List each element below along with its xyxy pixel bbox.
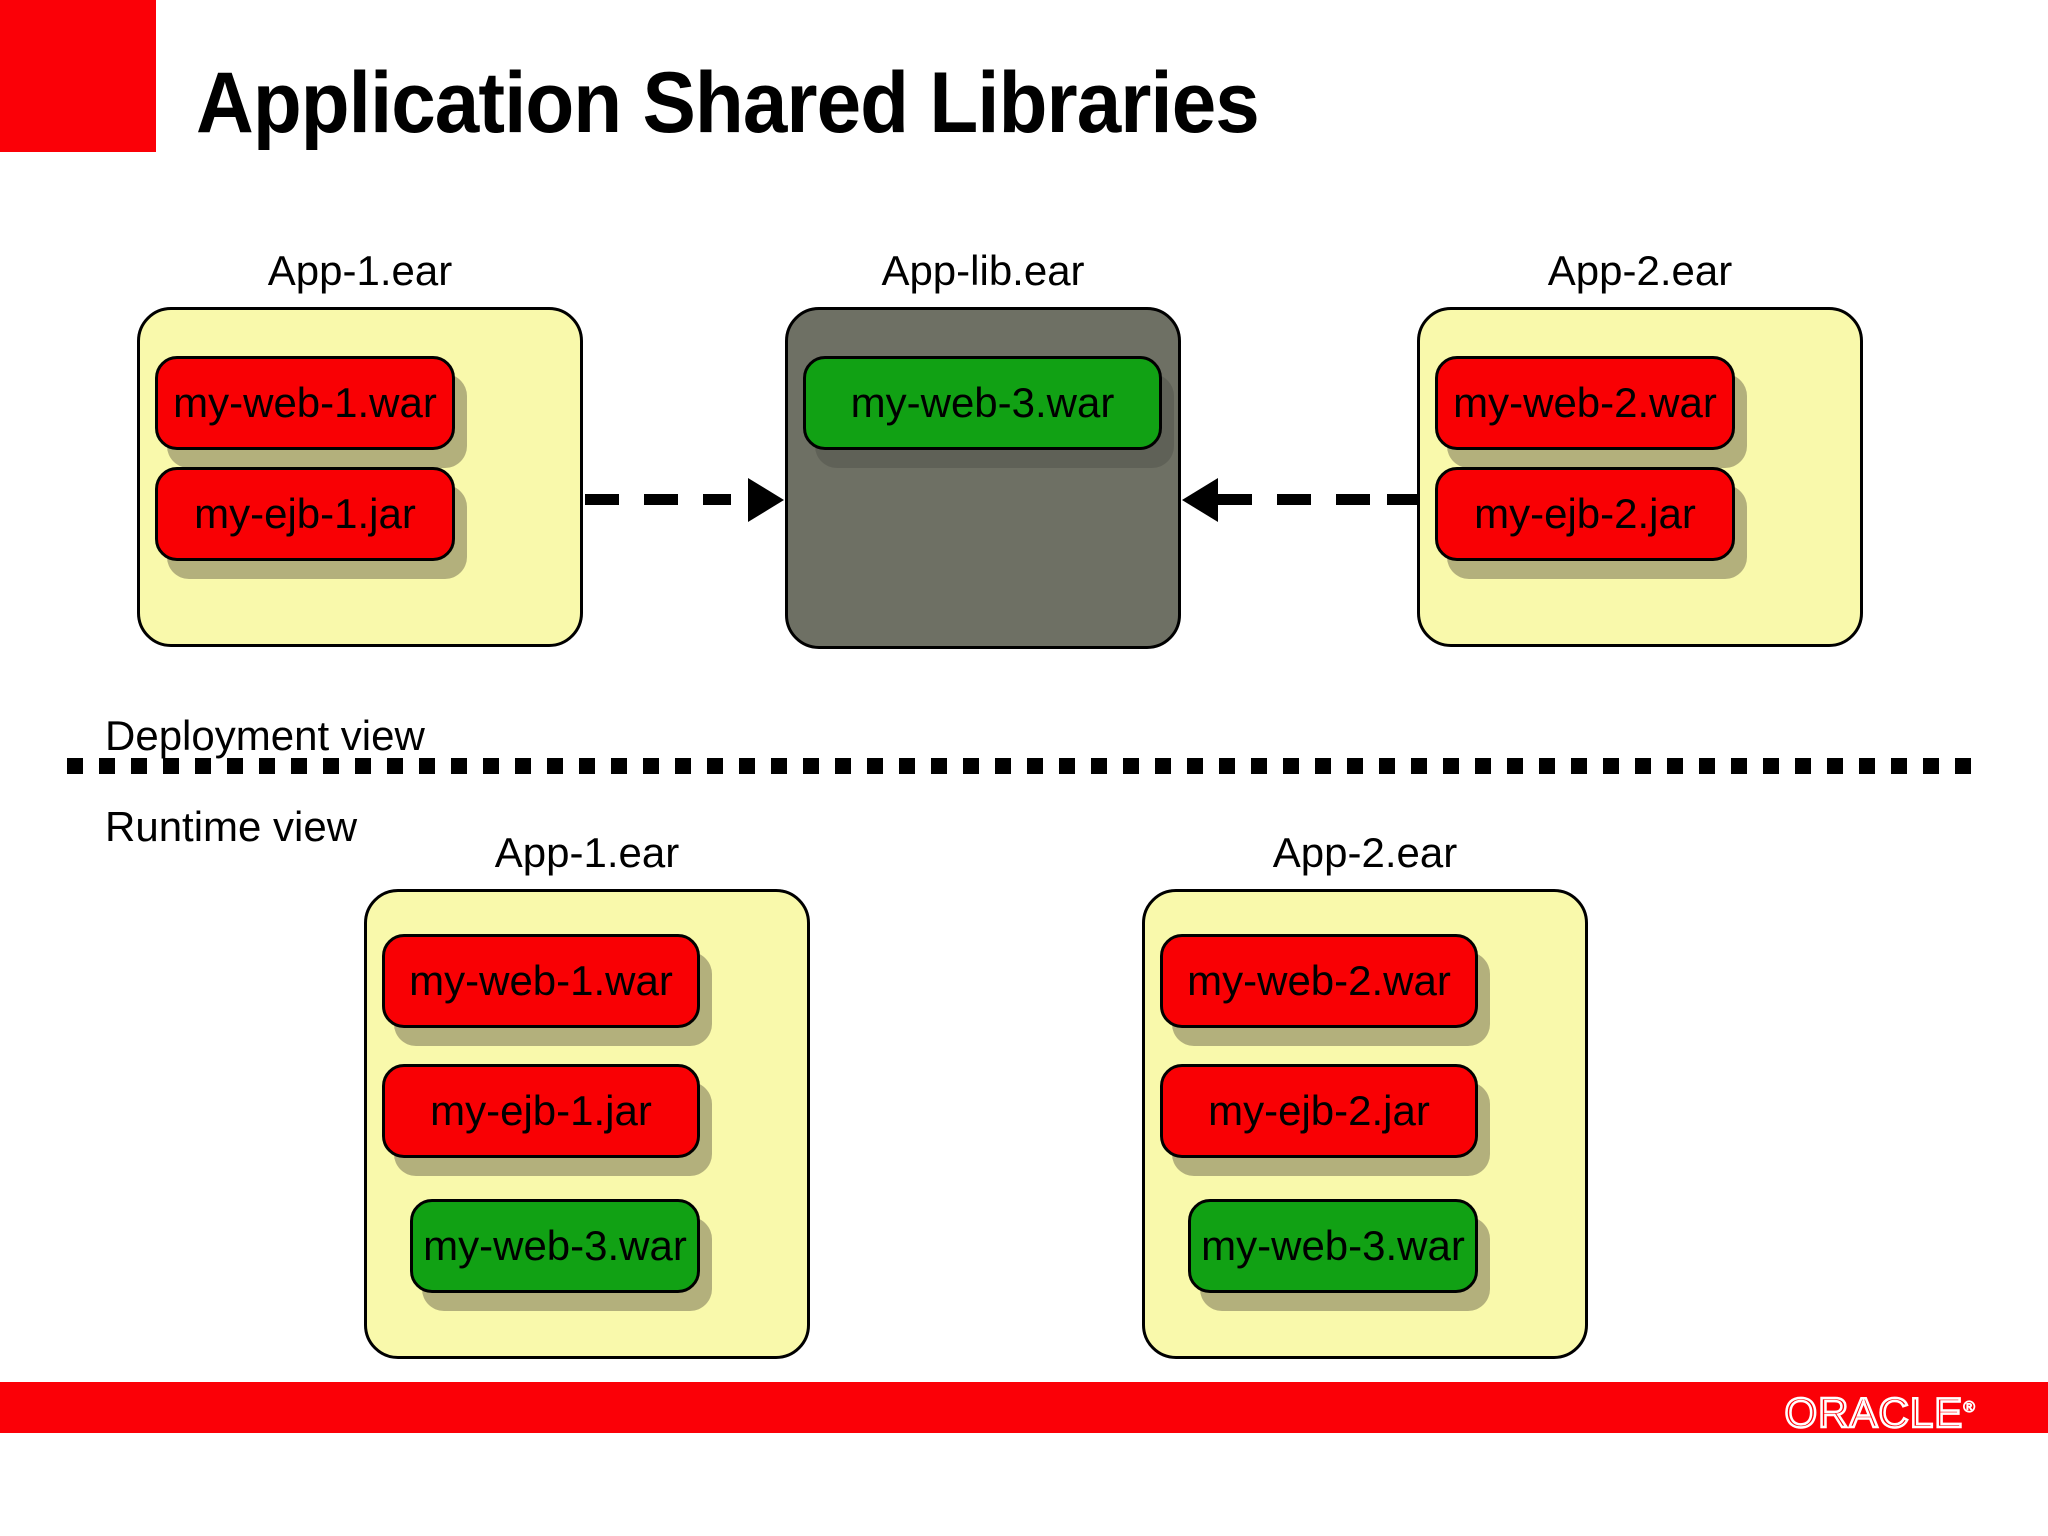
page-title: Application Shared Libraries bbox=[196, 55, 1260, 151]
deployment-package-app-lib: App-lib.ear my-web-3.war bbox=[785, 250, 1181, 658]
runtime-package-app-2: App-2.ear my-web-2.war my-ejb-2.jar my-w… bbox=[1142, 832, 1588, 1362]
view-divider bbox=[67, 758, 1980, 774]
arrow-dash-segment bbox=[585, 494, 619, 505]
footer-bar bbox=[0, 1382, 2048, 1433]
arrow-dash-segment bbox=[1277, 494, 1311, 505]
module-my-web-3-war[interactable]: my-web-3.war bbox=[410, 1199, 700, 1293]
package-label-app-1: App-1.ear bbox=[267, 247, 453, 294]
module-my-ejb-2-jar[interactable]: my-ejb-2.jar bbox=[1435, 467, 1735, 561]
arrow-dash-segment bbox=[1218, 494, 1252, 505]
registered-trademark-icon: ® bbox=[1963, 1399, 1976, 1417]
deployment-package-app-2: App-2.ear my-web-2.war my-ejb-2.jar bbox=[1417, 250, 1863, 658]
connector-app2-to-applib bbox=[1182, 478, 1417, 522]
oracle-logo: ORACLE® bbox=[1783, 1386, 1976, 1436]
arrow-head-left-icon bbox=[1182, 478, 1218, 522]
arrow-dash-segment bbox=[1387, 494, 1417, 505]
connector-app1-to-applib bbox=[585, 478, 785, 522]
brand-corner-block bbox=[0, 0, 156, 152]
runtime-package-app-1: App-1.ear my-web-1.war my-ejb-1.jar my-w… bbox=[364, 832, 810, 1362]
package-label-app-1: App-1.ear bbox=[494, 829, 680, 876]
module-my-web-1-war[interactable]: my-web-1.war bbox=[155, 356, 455, 450]
runtime-view-label: Runtime view bbox=[105, 803, 358, 850]
arrow-dash-segment bbox=[703, 494, 731, 505]
package-label-app-2: App-2.ear bbox=[1547, 247, 1733, 294]
module-my-ejb-1-jar[interactable]: my-ejb-1.jar bbox=[382, 1064, 700, 1158]
module-my-web-1-war[interactable]: my-web-1.war bbox=[382, 934, 700, 1028]
arrow-dash-segment bbox=[644, 494, 678, 505]
oracle-wordmark: ORACLE bbox=[1783, 1389, 1964, 1436]
module-my-web-2-war[interactable]: my-web-2.war bbox=[1160, 934, 1478, 1028]
deployment-package-app-1: App-1.ear my-web-1.war my-ejb-1.jar bbox=[137, 250, 583, 658]
module-my-web-2-war[interactable]: my-web-2.war bbox=[1435, 356, 1735, 450]
deployment-view-label: Deployment view bbox=[105, 712, 425, 759]
arrow-dash-segment bbox=[1336, 494, 1370, 505]
arrow-head-right-icon bbox=[748, 478, 784, 522]
package-label-app-lib: App-lib.ear bbox=[881, 247, 1085, 294]
package-label-app-2: App-2.ear bbox=[1272, 829, 1458, 876]
module-my-ejb-2-jar[interactable]: my-ejb-2.jar bbox=[1160, 1064, 1478, 1158]
module-my-web-3-war[interactable]: my-web-3.war bbox=[803, 356, 1162, 450]
module-my-web-3-war[interactable]: my-web-3.war bbox=[1188, 1199, 1478, 1293]
module-my-ejb-1-jar[interactable]: my-ejb-1.jar bbox=[155, 467, 455, 561]
